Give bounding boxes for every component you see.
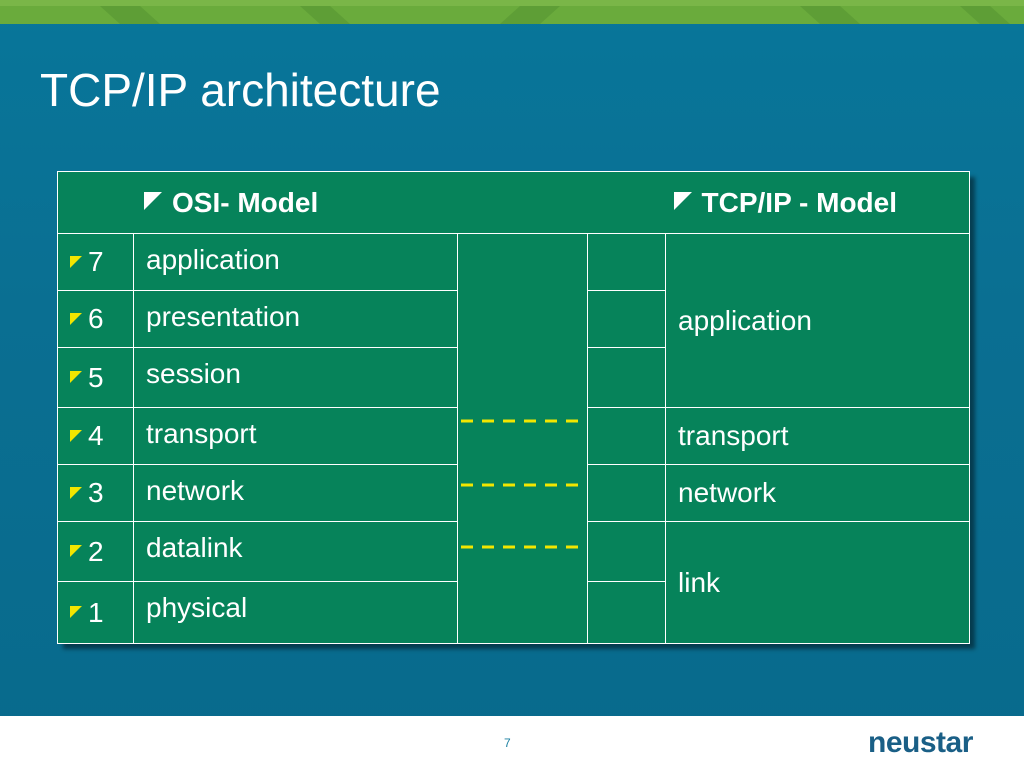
tcp-layer-name: link [678,566,721,598]
osi-layer-cell: network [132,464,459,522]
tcp-layer-cell: network [665,464,971,522]
layer-number-cell: 6 [57,290,134,348]
logo-text: neustar [868,726,973,759]
layer-number: 5 [88,361,104,393]
layer-number-cell: 4 [57,407,134,465]
bullet-icon [144,192,162,211]
osi-layer-name: session [146,358,241,389]
osi-layer-cell: transport [132,407,459,465]
spacer-cell [587,521,667,582]
bullet-icon [70,312,82,325]
osi-layer-name: presentation [146,301,301,332]
layer-number: 6 [88,303,104,334]
osi-layer-cell: physical [132,581,459,644]
tcp-layer-cell: link [665,521,971,644]
layer-number: 1 [88,596,104,628]
osi-layer-name: application [146,244,280,275]
tcp-header-label: TCP/IP - Model [701,186,898,218]
osi-layer-name: datalink [146,532,243,563]
osi-layer-name: physical [146,592,248,623]
osi-layer-cell: datalink [132,521,459,582]
bullet-icon [673,192,692,211]
osi-layer-cell: application [132,233,459,291]
osi-layer-name: transport [146,418,257,449]
osi-layer-name: network [146,475,245,506]
osi-layer-cell: session [132,347,459,408]
tcp-layer-cell: application [665,233,971,408]
osi-header-label: OSI- Model [172,186,319,218]
table-header-row: OSI- Model TCP/IP - Model [56,171,971,234]
table-row: 5 session [57,347,970,408]
spacer-cell [587,464,667,522]
tcp-layer-cell: transport [665,407,971,465]
layer-number: 7 [88,246,104,277]
page-number: 7 [504,736,511,750]
spacer-cell [587,290,667,348]
layer-number: 2 [88,535,104,567]
bullet-icon [70,255,82,268]
tcp-model-header: TCP/IP - Model [665,171,971,234]
tcp-layer-name: transport [678,420,789,451]
table-row: 2 datalink link [57,521,971,644]
top-decorative-band [0,0,1024,24]
osi-layer-cell: presentation [132,290,459,348]
header-spacer [587,171,666,234]
spacer-cell [587,581,667,644]
model-comparison-table: OSI- Model TCP/IP - Model 7 application … [56,171,971,644]
table-row: 3 network network [57,464,971,522]
table-row: 4 transport transport [57,407,971,465]
bullet-icon [70,486,82,499]
layer-number-cell: 1 [57,581,134,644]
layer-number: 4 [88,420,104,451]
layer-number-cell: 2 [57,521,134,582]
layer-number-cell: 3 [57,464,134,522]
bullet-icon [70,429,82,442]
layer-number: 3 [88,477,104,508]
table-row: 7 application application [57,233,971,644]
bullet-icon [70,606,82,619]
spacer-cell [587,407,667,465]
tcp-layer-name: application [678,304,812,336]
osi-model-header: OSI- Model [56,171,458,234]
table-row: 1 physical [57,581,970,644]
chevron-pattern-icon [0,0,1024,24]
slide-title: TCP/IP architecture [40,64,441,116]
mapping-column [457,233,589,644]
bullet-icon [70,371,82,384]
header-spacer [457,171,588,234]
layer-number-cell: 7 [57,233,134,291]
layer-number-cell: 5 [57,347,134,408]
spacer-cell [587,347,667,408]
footer-bar [0,716,1024,768]
table-row: 6 presentation [57,290,970,348]
bullet-icon [70,545,82,558]
tcp-layer-name: network [678,477,777,508]
spacer-cell [587,233,667,291]
neustar-logo: neustar [868,726,973,760]
osi-tcp-table: OSI- Model TCP/IP - Model 7 application … [56,171,971,644]
